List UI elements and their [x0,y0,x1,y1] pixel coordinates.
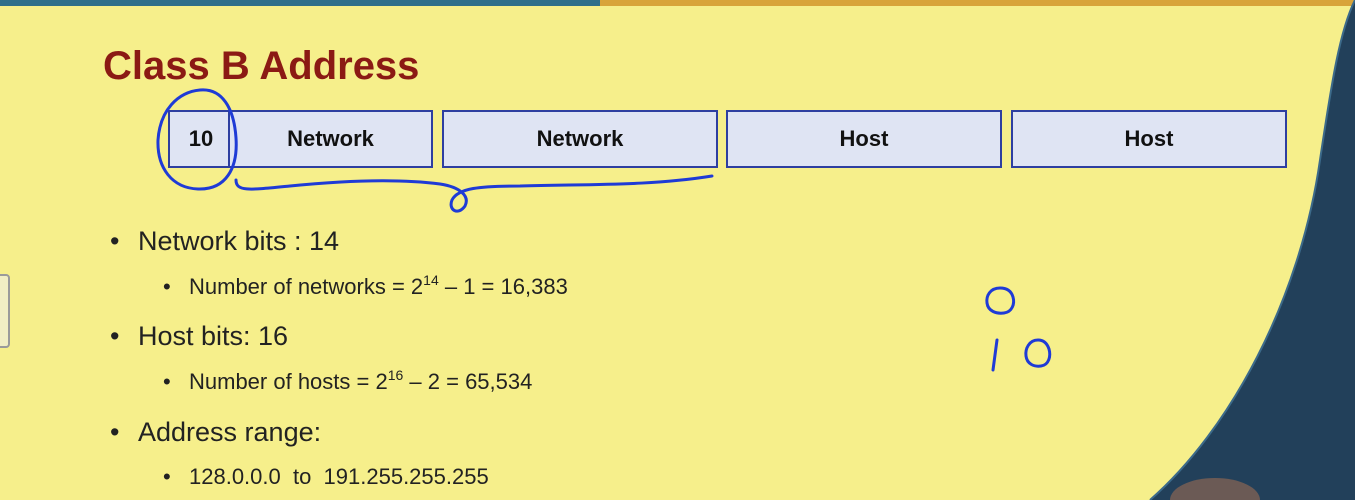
host-cell-1: Host [726,110,1002,168]
prefix-bits-cell: 10 [168,110,234,168]
bullet-icon: • [110,226,120,256]
network-cell-2-label: Network [536,126,624,151]
handwritten-digit-0-bottom [1024,338,1052,368]
bullet-network-bits: • Network bits : 14 [110,226,339,257]
bullet-icon: • [110,321,120,351]
hosts-formula-result: – 2 = 65,534 [403,369,533,394]
range-values-text: 128.0.0.0 to 191.255.255.255 [189,464,489,489]
network-cell-1-label: Network [287,126,374,151]
bullet-address-range-text: Address range: [138,417,322,447]
top-accent-bar-gold [600,0,1355,6]
sub-bullet-range-values: • 128.0.0.0 to 191.255.255.255 [163,464,489,490]
sub-bullet-number-of-hosts: • Number of hosts = 216 – 2 = 65,534 [163,367,533,395]
network-cell-2: Network [442,110,718,168]
slide: Class B Address [0,6,1355,500]
slide-title: Class B Address [103,44,420,88]
brace-under-network-fields [234,174,714,213]
prefix-bits-label: 10 [188,126,214,151]
hosts-formula-text: Number of hosts = 2 [189,369,388,394]
networks-exponent: 14 [423,272,439,288]
host-cell-2-label: Host [1124,126,1174,151]
bullet-icon: • [110,417,120,447]
bullet-host-bits: • Host bits: 16 [110,321,288,352]
bullet-network-bits-text: Network bits : 14 [138,226,340,256]
networks-formula-text: Number of networks = 2 [189,274,424,299]
network-cell-1: Network [228,110,433,168]
host-cell-2: Host [1011,110,1287,168]
handwritten-digit-1 [991,338,999,372]
bullet-icon: • [163,274,171,299]
hosts-exponent: 16 [387,367,404,383]
bullet-icon: • [163,369,171,394]
networks-formula-result: – 1 = 16,383 [438,274,568,299]
circle-around-prefix [156,88,238,191]
bullet-host-bits-text: Host bits: 16 [138,321,289,351]
handwritten-digit-0-top [985,286,1016,315]
bullet-address-range: • Address range: [110,417,321,448]
side-panel-handle[interactable] [0,274,10,348]
host-cell-1-label: Host [839,126,889,151]
sub-bullet-number-of-networks: • Number of networks = 214 – 1 = 16,383 [163,272,568,300]
top-accent-bar-teal [0,0,600,6]
bullet-icon: • [163,464,171,489]
